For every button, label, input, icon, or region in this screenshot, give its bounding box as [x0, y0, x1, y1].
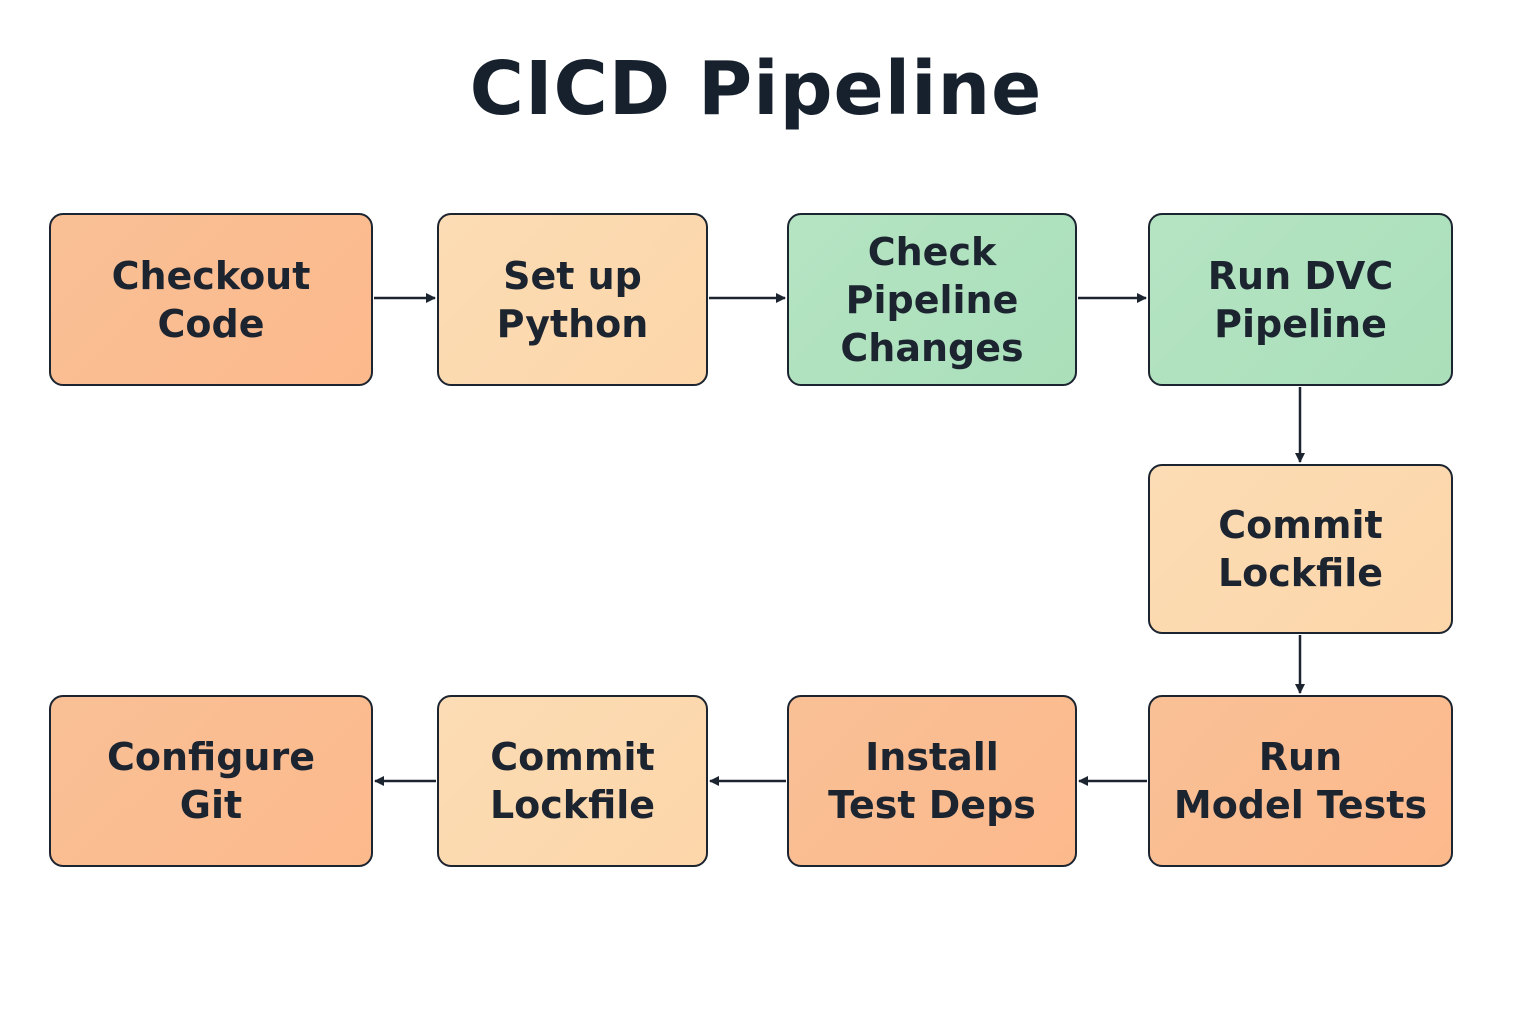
step-label: Run DVC Pipeline — [1207, 253, 1394, 346]
step-install-test-deps: Install Test Deps — [787, 695, 1077, 867]
step-commit-lockfile-1: Commit Lockfile — [1148, 464, 1453, 634]
step-check-pipeline-changes: Check Pipeline Changes — [787, 213, 1077, 386]
step-label: Check Pipeline Changes — [840, 229, 1024, 370]
step-label: Checkout Code — [111, 253, 311, 346]
step-set-up-python: Set up Python — [437, 213, 708, 386]
step-label: Commit Lockfile — [489, 735, 656, 827]
step-commit-lockfile-2: Commit Lockfile — [437, 695, 708, 867]
step-checkout-code: Checkout Code — [49, 213, 373, 386]
diagram-title: CICD Pipeline — [469, 46, 1043, 132]
step-label: Configure Git — [107, 735, 315, 827]
step-label: Install Test Deps — [828, 735, 1036, 827]
step-run-dvc-pipeline: Run DVC Pipeline — [1148, 213, 1453, 386]
step-label: Commit Lockfile — [1217, 503, 1384, 595]
step-configure-git: Configure Git — [49, 695, 373, 867]
step-run-model-tests: Run Model Tests — [1148, 695, 1453, 867]
step-label: Set up Python — [496, 253, 649, 346]
step-label: Run Model Tests — [1173, 735, 1428, 827]
